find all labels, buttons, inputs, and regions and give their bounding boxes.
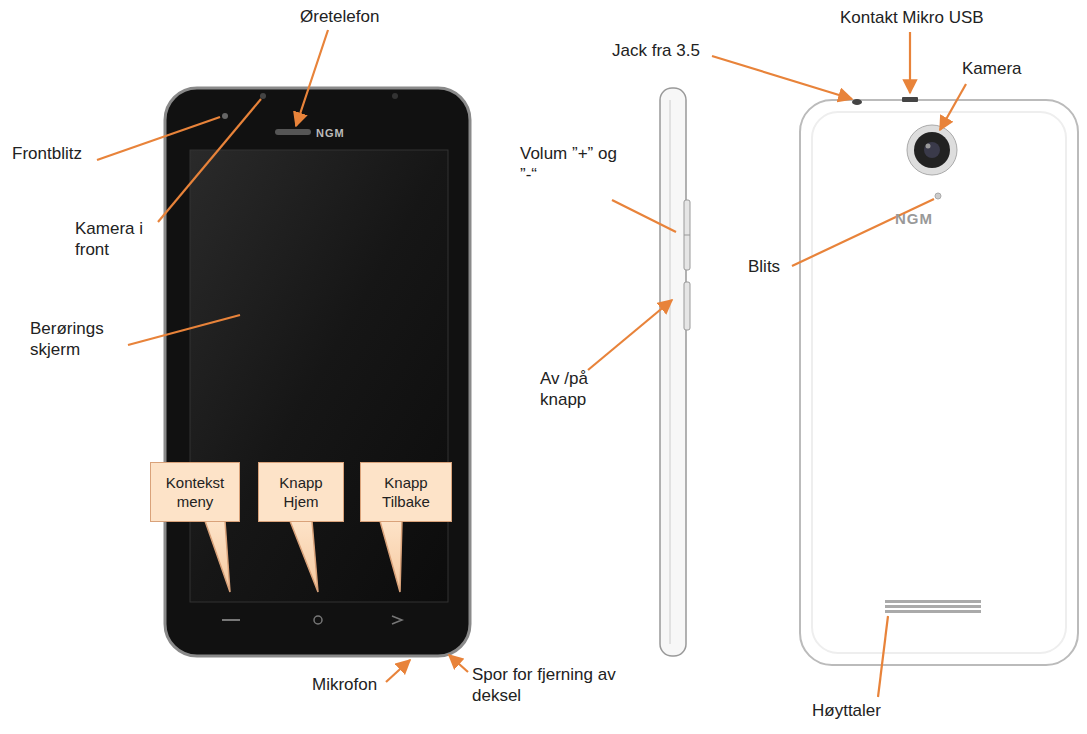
callout-text: Kontekst meny	[151, 469, 239, 515]
part-label: Blits	[748, 256, 780, 277]
part-label: Høyttaler	[812, 700, 881, 721]
callout-box: Knapp Tilbake	[360, 462, 452, 522]
part-label: Spor for fjerning av deksel	[472, 664, 632, 706]
callout-text: Knapp Tilbake	[361, 469, 451, 515]
part-label: Berørings skjerm	[30, 318, 122, 360]
front-phone	[165, 88, 470, 656]
brand-logo: NGM	[316, 126, 345, 140]
callout-text: Knapp Hjem	[259, 469, 343, 515]
part-label: Jack fra 3.5	[612, 40, 700, 61]
part-label: Frontblitz	[12, 143, 82, 164]
part-label: Øretelefon	[300, 6, 379, 27]
part-label: Mikrofon	[312, 674, 377, 695]
brand-logo: NGM	[895, 210, 933, 228]
side-phone	[660, 88, 690, 656]
leader-lines	[97, 30, 966, 697]
callout-box: Kontekst meny	[150, 462, 240, 522]
part-label: Volum ”+” og ”-“	[520, 143, 620, 185]
back-phone	[800, 97, 1078, 665]
part-label: Kamera	[962, 58, 1022, 79]
part-label: Kontakt Mikro USB	[840, 7, 984, 28]
callout-box: Knapp Hjem	[258, 462, 344, 522]
part-label: Av /på knapp	[540, 368, 602, 410]
part-label: Kamera i front	[75, 218, 155, 260]
